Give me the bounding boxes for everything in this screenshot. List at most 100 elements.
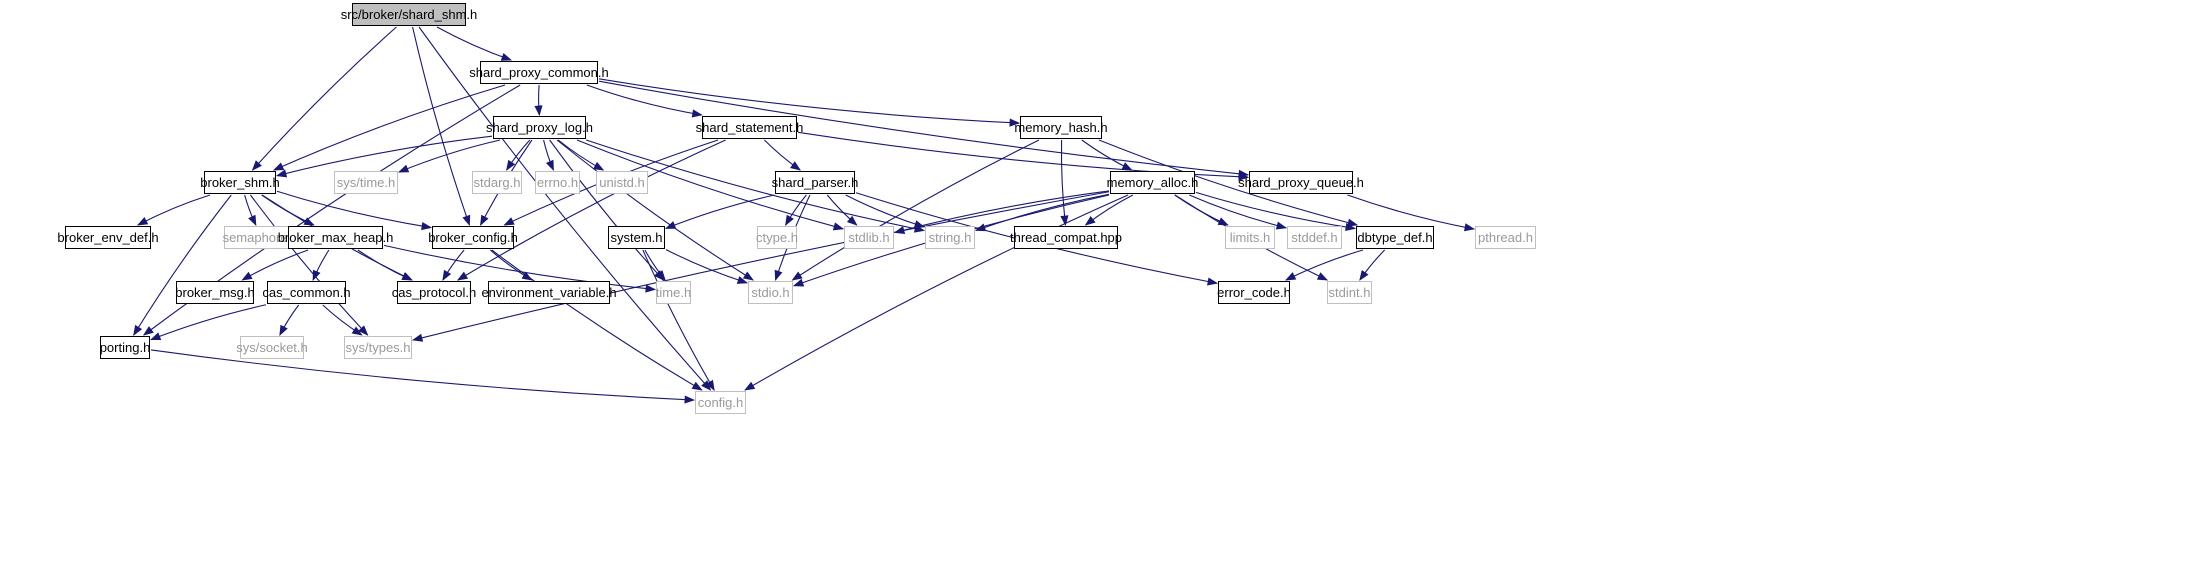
arrowhead-system-to-stdio (736, 276, 749, 284)
node-pthread: pthread.h (1475, 226, 1536, 249)
node-memory-alloc[interactable]: memory_alloc.h (1107, 171, 1198, 194)
edge-broker_shm-to-porting (133, 194, 232, 336)
node-shard-proxy-common[interactable]: shard_proxy_common.h (469, 61, 609, 84)
edge-memory_alloc-to-sys_types (412, 191, 1110, 341)
arrowhead-system-to-config (705, 379, 715, 391)
arrowhead-shard_proxy_common-to-broker_shm (272, 162, 285, 171)
edge-broker_max_heap-to-broker_msg (242, 249, 309, 281)
edge-shard_proxy_log-to-stdio (556, 139, 754, 281)
node-shard-proxy-queue[interactable]: shard_proxy_queue.h (1238, 171, 1364, 194)
edge-shard_parser-to-system (665, 194, 775, 229)
arrowhead-shard_statement-to-shard_parser (790, 161, 802, 171)
arrowhead-shard_proxy_log-to-broker_shm (275, 169, 288, 178)
node-cas-common[interactable]: cas_common.h (262, 281, 351, 304)
node-system[interactable]: system.h (608, 226, 665, 249)
arrowhead-shard_proxy_log-to-stdlib (832, 222, 845, 231)
node-thread-compat[interactable]: thread_compat.hpp (1010, 226, 1122, 249)
edge-root-to-broker_shm (252, 26, 397, 171)
node-time: time.h (656, 281, 691, 304)
edge-broker_shm-to-sys_types (250, 194, 368, 336)
edge-shard_proxy_queue-to-pthread (1347, 194, 1475, 230)
node-error-code[interactable]: error_code.h (1217, 281, 1291, 304)
node-dbtype-def[interactable]: dbtype_def.h (1356, 226, 1434, 249)
edge-root-to-broker_config (412, 26, 470, 226)
edge-memory_alloc-to-string (975, 193, 1110, 231)
edge-shard_proxy_log-to-broker_shm (276, 135, 493, 177)
node-sys-types: sys/types.h (344, 336, 412, 359)
node-shard-proxy-log[interactable]: shard_proxy_log.h (486, 116, 593, 139)
arrowhead-memory_alloc-to-sys_types (411, 333, 424, 342)
edge-memory_alloc-to-stddef (1189, 194, 1287, 229)
arrowhead-cas_common-to-porting (149, 332, 162, 341)
arrowhead-shard_proxy_log-to-broker_config (480, 214, 489, 226)
arrowhead-shard_proxy_queue-to-pthread (1464, 223, 1476, 232)
arrowhead-shard_proxy_common-to-memory_hash (1009, 118, 1021, 127)
arrowhead-shard_proxy_common-to-porting (142, 326, 154, 336)
node-cas-protocol[interactable]: cas_protocol.h (392, 281, 476, 304)
arrowhead-broker_max_heap-to-cas_common (312, 269, 321, 282)
arrowhead-shard_parser-to-stdio (774, 269, 783, 282)
edge-system-to-config (642, 249, 715, 391)
arrowhead-cas_common-to-sys_types (351, 326, 363, 336)
arrowhead-system-to-time (656, 270, 666, 281)
arrowhead-cas_common-to-sys_socket (279, 324, 288, 336)
node-porting[interactable]: porting.h (100, 336, 150, 359)
node-shard-statement[interactable]: shard_statement.h (696, 116, 803, 139)
edge-memory_alloc-to-stdlib (894, 190, 1110, 233)
arrowhead-memory_hash-to-dbtype_def (1346, 218, 1359, 227)
arrowhead-shard_parser-to-stdlib (846, 215, 858, 226)
arrowhead-shard_statement-to-shard_proxy_queue (1238, 172, 1250, 181)
node-broker-max-heap[interactable]: broker_max_heap.h (278, 226, 393, 249)
arrowhead-shard_proxy_log-to-sys_time (397, 164, 410, 173)
node-stddef: stddef.h (1287, 226, 1342, 249)
arrowhead-broker_max_heap-to-cas_protocol (401, 272, 413, 281)
edge-memory_hash-to-dbtype_def (1098, 139, 1358, 226)
node-stdio: stdio.h (748, 281, 793, 304)
arrowhead-shard_proxy_log-to-unistd (593, 161, 605, 171)
arrowhead-broker_shm-to-semaphore (248, 214, 257, 226)
node-broker-config[interactable]: broker_config.h (428, 226, 518, 249)
node-string: string.h (925, 226, 975, 249)
node-environment-variable[interactable]: environment_variable.h (481, 281, 617, 304)
node-stdlib: stdlib.h (844, 226, 894, 249)
arrowhead-dbtype_def-to-stdint (1359, 269, 1369, 281)
arrowhead-memory_alloc-to-stdio (792, 278, 805, 287)
node-memory-hash[interactable]: memory_hash.h (1014, 116, 1108, 139)
node-config: config.h (695, 391, 746, 414)
edge-shard_proxy_common-to-broker_shm (273, 84, 506, 171)
edge-shard_proxy_log-to-string (585, 139, 925, 232)
edge-shard_proxy_log-to-stdlib (576, 139, 844, 230)
arrowhead-shard_parser-to-system (664, 221, 677, 229)
arrowhead-memory_alloc-to-dbtype_def (1345, 222, 1357, 232)
arrowhead-memory_alloc-to-stddef (1275, 221, 1288, 230)
arrowhead-broker_max_heap-to-broker_msg (241, 271, 253, 281)
edge-shard_proxy_common-to-shard_proxy_queue (598, 80, 1249, 176)
edge-broker_config-to-config (491, 249, 703, 391)
arrowhead-shard_proxy_log-to-stdarg (506, 159, 516, 171)
arrowhead-memory_alloc-to-thread_compat (1084, 216, 1096, 226)
node-unistd: unistd.h (596, 171, 648, 194)
arrowhead-shard_proxy_log-to-stdio (742, 271, 754, 281)
arrowhead-shard_proxy_common-to-shard_proxy_log (534, 105, 543, 117)
arrowhead-memory_alloc-to-config (744, 381, 756, 391)
node-stdint: stdint.h (1327, 281, 1372, 304)
node-stdarg: stdarg.h (472, 171, 522, 194)
node-broker-shm[interactable]: broker_shm.h (200, 171, 280, 194)
arrowhead-root-to-shard_proxy_common (500, 53, 513, 61)
edge-root-to-config (418, 26, 711, 391)
node-broker-msg[interactable]: broker_msg.h (175, 281, 255, 304)
node-broker-env-def[interactable]: broker_env_def.h (57, 226, 159, 249)
arrowhead-root-to-broker_shm (251, 160, 262, 171)
arrowhead-shard_proxy_common-to-shard_statement (691, 109, 703, 118)
arrowhead-porting-to-config (684, 395, 696, 404)
arrowhead-broker_max_heap-to-time (645, 284, 657, 293)
edge-memory_alloc-to-dbtype_def (1195, 191, 1356, 229)
node-root[interactable]: src/broker/shard_shm.h (341, 3, 477, 26)
arrowhead-broker_shm-to-porting (133, 324, 143, 336)
node-ctype: ctype.h (756, 226, 798, 249)
node-shard-parser[interactable]: shard_parser.h (772, 171, 858, 194)
arrowhead-memory_hash-to-stdio (791, 271, 803, 281)
arrowhead-shard_parser-to-ctype (785, 214, 794, 226)
